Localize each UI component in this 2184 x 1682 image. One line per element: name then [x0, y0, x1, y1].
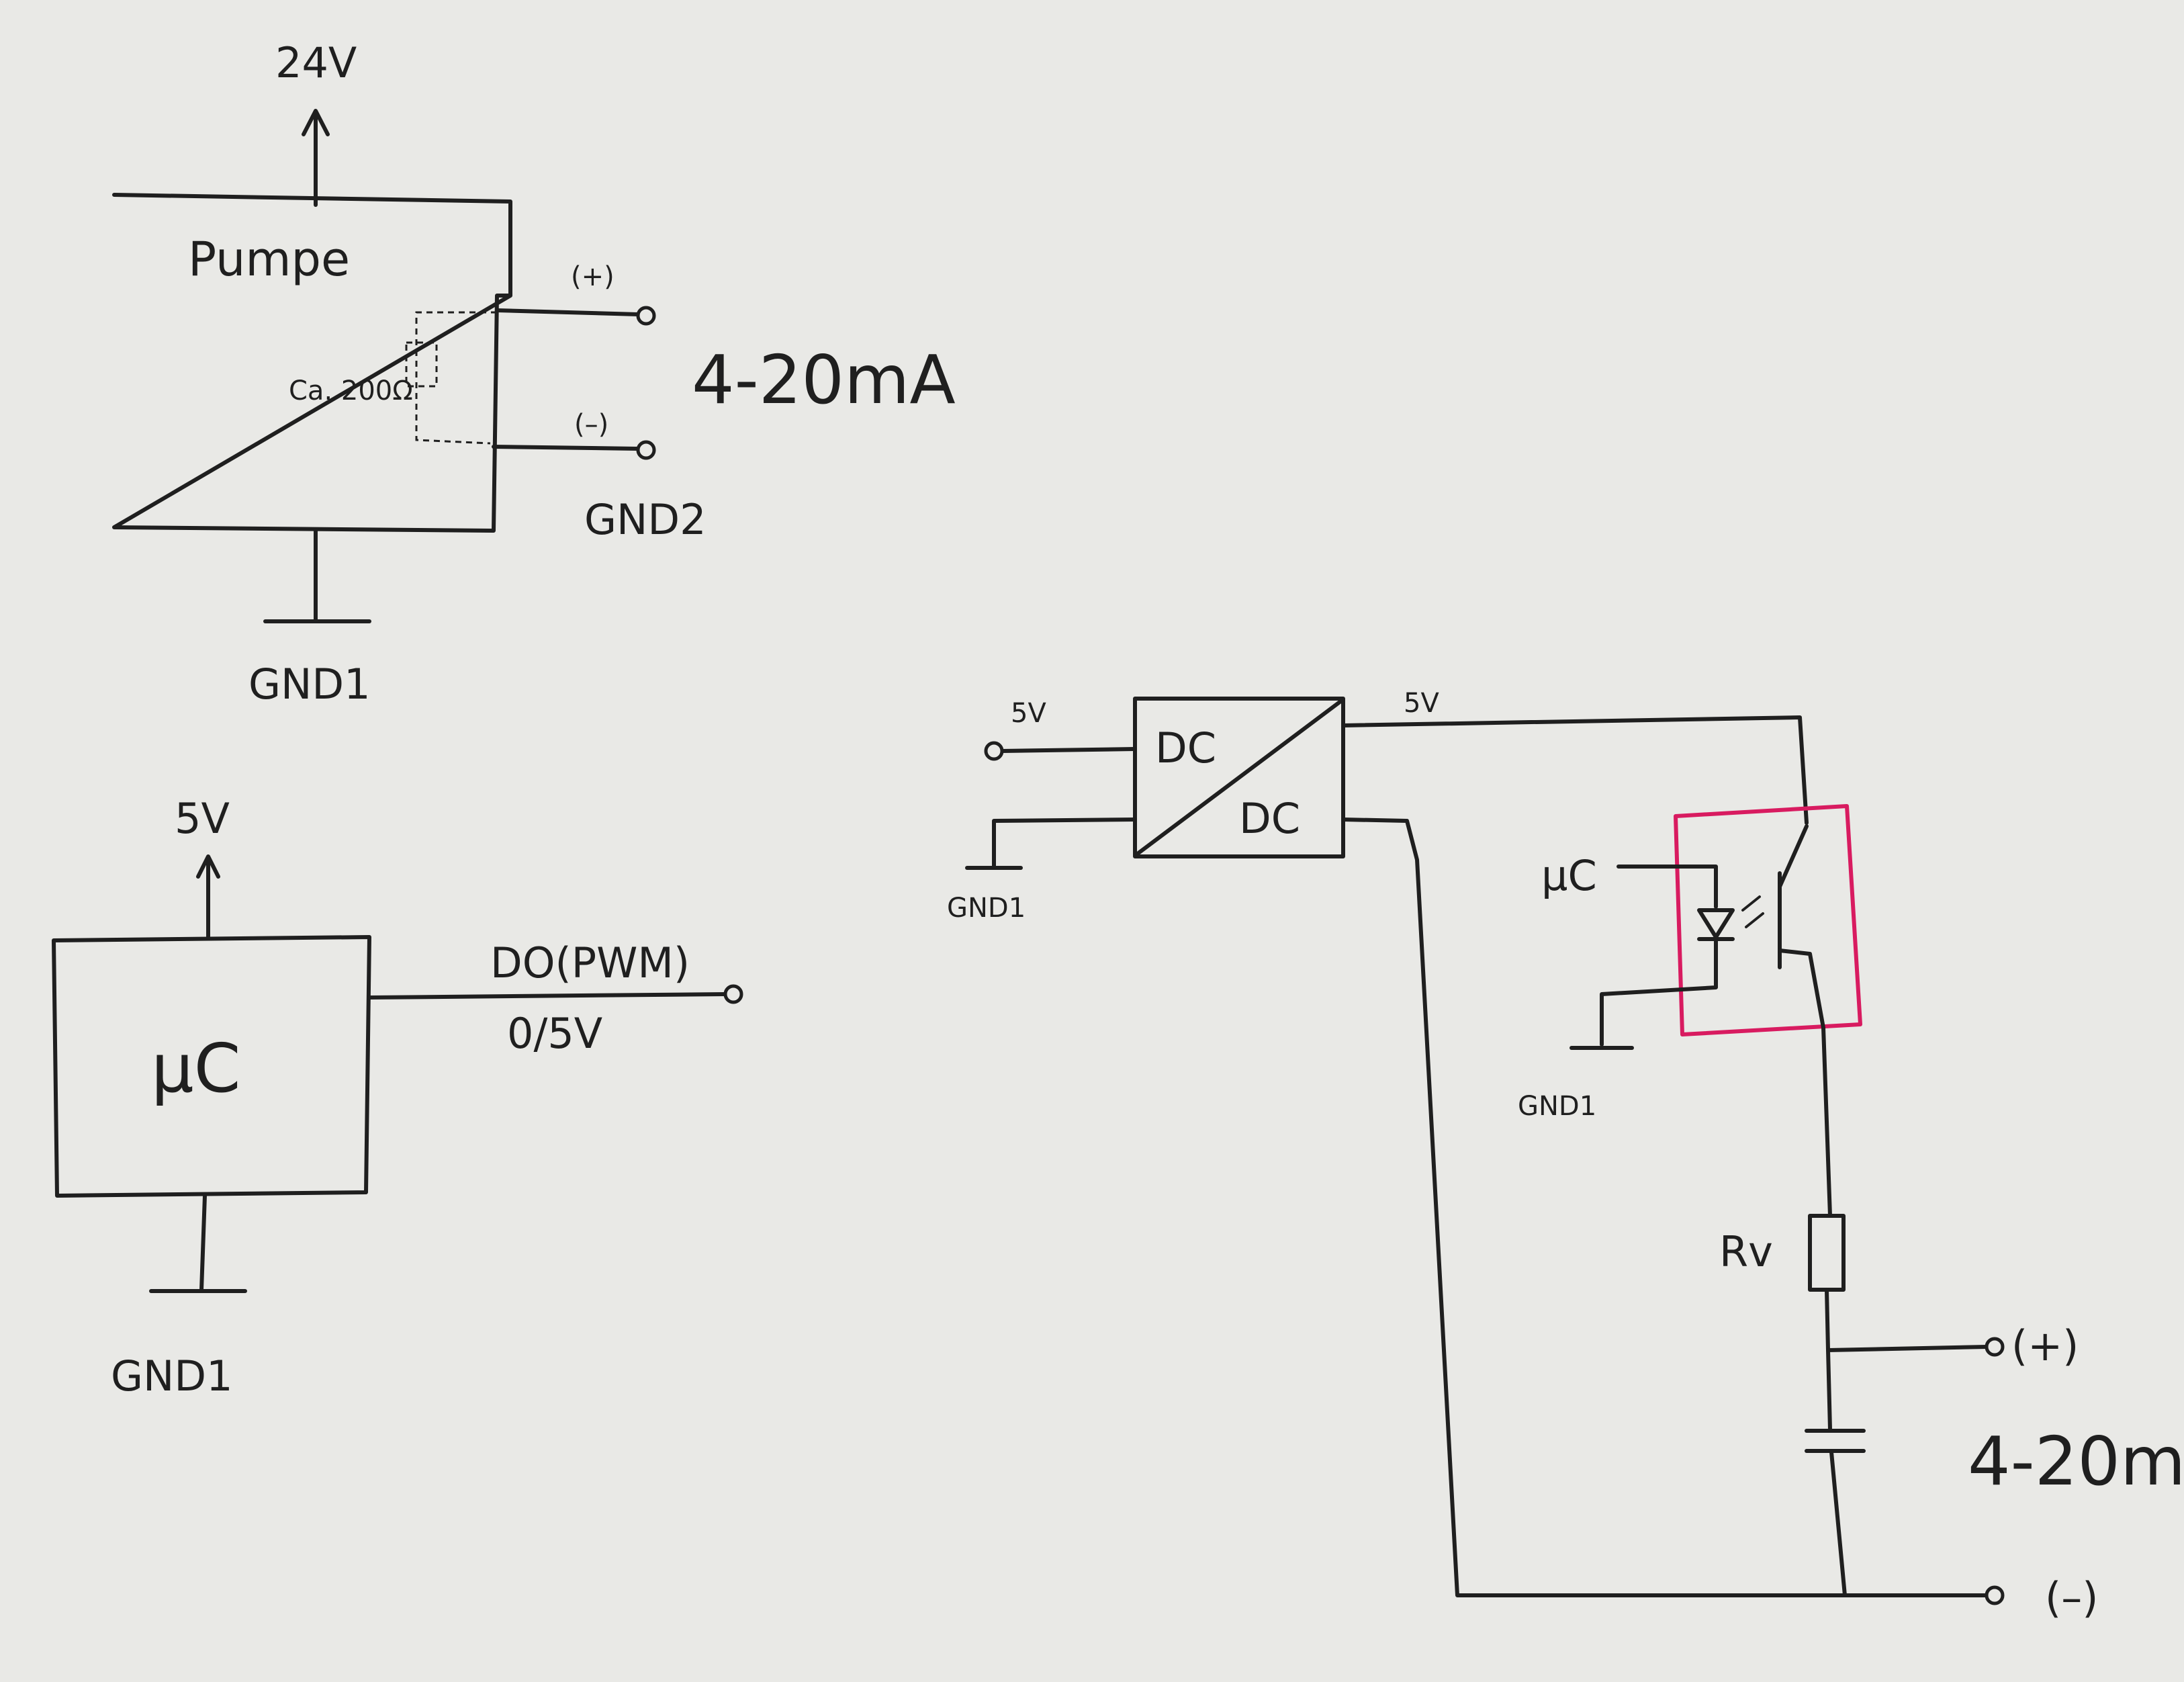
- dcdc-input-terminal[interactable]: [984, 741, 1004, 761]
- optocoupler-light-arrows: [1741, 895, 1764, 928]
- capacitor-bottom-wire: [1829, 1450, 1847, 1597]
- dcdc-diagonal: [1136, 700, 1342, 855]
- optocoupler-uc-input-label: μC: [1541, 851, 1597, 900]
- dcdc-input-gnd-label: GND1: [947, 893, 1026, 924]
- pump-minus-label: (–): [574, 409, 608, 440]
- pump-minus-wire: [492, 445, 640, 451]
- pump-resistor-label: Ca. 200Ω: [289, 375, 413, 406]
- uc-title: μC: [151, 1029, 240, 1108]
- dcdc-output-plus-wire: [1341, 715, 1809, 825]
- pump-gnd1-label: GND1: [248, 660, 371, 709]
- pump-box: [112, 193, 512, 533]
- circuit-plus-wire: [1826, 1345, 1989, 1352]
- optocoupler-transistor-emitter: [1778, 948, 1832, 1218]
- optocoupler-led-input-wire: [1617, 865, 1718, 909]
- pump-plus-label: (+): [571, 261, 615, 292]
- uc-gnd-label: GND1: [111, 1352, 233, 1401]
- optocoupler-gnd-label: GND1: [1518, 1091, 1596, 1122]
- rv-to-node-wire: [1825, 1288, 1830, 1352]
- optocoupler-highlight: [1674, 804, 1862, 1036]
- optocoupler-led-return-wire: [1600, 938, 1718, 1047]
- uc-output-terminal[interactable]: [723, 984, 743, 1004]
- pump-plus-terminal[interactable]: [636, 306, 656, 326]
- dcdc-top-label: DC: [1155, 723, 1216, 772]
- optocoupler-transistor-collector: [1778, 824, 1809, 889]
- dcdc-bottom-label: DC: [1239, 794, 1300, 843]
- uc-output-wire: [367, 992, 727, 1000]
- uc-ground-wire: [199, 1194, 207, 1292]
- pump-block: 24V Pumpe Ca. 200Ω (+) (–) 4-20mA GND2 G…: [112, 38, 956, 709]
- pump-supply-arrow: [302, 109, 330, 136]
- pump-signal-label: 4-20mA: [692, 341, 956, 419]
- pump-minus-terminal[interactable]: [636, 440, 656, 460]
- uc-block: 5V μC DO(PWM) 0/5V GND1: [52, 794, 743, 1401]
- circuit-minus-label: (–): [2045, 1573, 2098, 1622]
- dcdc-output-voltage-label: 5V: [1404, 688, 1439, 719]
- pump-internal-loop: [415, 311, 497, 445]
- uc-supply-arrow: [196, 854, 220, 879]
- dcdc-input-wire: [1000, 747, 1137, 753]
- pump-supply-label: 24V: [275, 38, 357, 87]
- uc-output-label: DO(PWM): [490, 938, 690, 987]
- capacitor-top-wire: [1826, 1348, 1832, 1431]
- uc-output-level-label: 0/5V: [507, 1009, 602, 1058]
- converter-circuit: DC DC 5V GND1 5V μC GND1 Rv: [947, 688, 2184, 1622]
- circuit-signal-label: 4-20mA: [1968, 1422, 2184, 1501]
- dcdc-input-gnd-wire: [992, 817, 1137, 869]
- rv-resistor: [1808, 1214, 1846, 1292]
- pump-gnd2-label: GND2: [584, 495, 707, 544]
- optocoupler-led-diode: [1697, 908, 1735, 941]
- rv-resistor-label: Rv: [1719, 1227, 1773, 1276]
- pump-plus-wire: [495, 308, 640, 316]
- circuit-plus-label: (+): [2011, 1321, 2079, 1370]
- pump-title: Pumpe: [188, 232, 350, 287]
- dcdc-converter-box: [1133, 697, 1345, 858]
- pump-internal-resistor: [405, 341, 438, 388]
- dcdc-input-voltage-label: 5V: [1011, 698, 1046, 729]
- uc-supply-label: 5V: [175, 794, 230, 843]
- dcdc-output-minus-wire: [1341, 817, 1846, 1597]
- uc-box: [52, 935, 371, 1198]
- circuit-minus-terminal[interactable]: [1985, 1585, 2005, 1605]
- circuit-plus-terminal[interactable]: [1985, 1337, 2005, 1357]
